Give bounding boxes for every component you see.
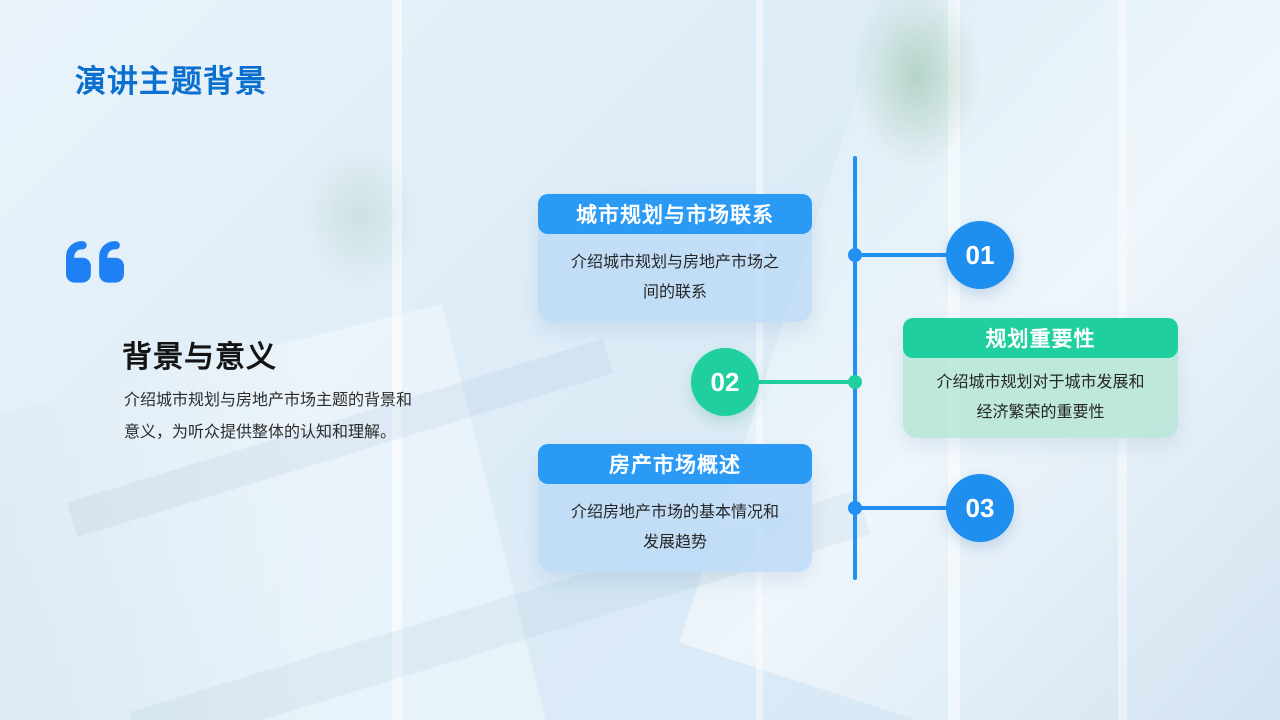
timeline-connector-3 <box>856 506 950 510</box>
timeline-card-2-body: 介绍城市规划对于城市发展和经济繁荣的重要性 <box>903 358 1178 438</box>
timeline-card-3: 房产市场概述 介绍房地产市场的基本情况和发展趋势 <box>538 444 812 572</box>
intro-heading: 背景与意义 <box>122 341 277 374</box>
timeline-junction-3 <box>848 501 862 515</box>
timeline-card-3-title: 房产市场概述 <box>538 444 812 484</box>
timeline-card-2-title: 规划重要性 <box>903 318 1178 358</box>
timeline-card-1: 城市规划与市场联系 介绍城市规划与房地产市场之间的联系 <box>538 194 812 322</box>
timeline-node-1: 01 <box>946 221 1014 289</box>
timeline-junction-1 <box>848 248 862 262</box>
timeline-card-1-desc: 介绍城市规划与房地产市场之间的联系 <box>570 254 779 301</box>
timeline-connector-2 <box>758 380 853 384</box>
timeline-card-3-desc: 介绍房地产市场的基本情况和发展趋势 <box>570 504 779 551</box>
timeline-node-3: 03 <box>946 474 1014 542</box>
background-plant <box>852 0 982 170</box>
timeline-axis <box>853 156 857 580</box>
timeline-card-1-body: 介绍城市规划与房地产市场之间的联系 <box>538 234 812 322</box>
background-balcony-rail <box>756 0 763 720</box>
page-title: 演讲主题背景 <box>75 64 267 99</box>
quote-icon <box>66 241 124 296</box>
background-building-shadow <box>0 303 578 720</box>
background-plant <box>300 140 420 290</box>
timeline-card-2-desc: 介绍城市规划对于城市发展和经济繁荣的重要性 <box>936 374 1145 421</box>
timeline-node-2: 02 <box>691 348 759 416</box>
intro-paragraph: 介绍城市规划与房地产市场主题的背景和意义，为听众提供整体的认知和理解。 <box>124 392 413 441</box>
timeline-card-2: 规划重要性 介绍城市规划对于城市发展和经济繁荣的重要性 <box>903 318 1178 438</box>
timeline-card-3-body: 介绍房地产市场的基本情况和发展趋势 <box>538 484 812 572</box>
timeline-junction-2 <box>848 375 862 389</box>
timeline-connector-1 <box>856 253 950 257</box>
background-balcony-rail <box>392 0 402 720</box>
timeline-card-1-title: 城市规划与市场联系 <box>538 194 812 234</box>
